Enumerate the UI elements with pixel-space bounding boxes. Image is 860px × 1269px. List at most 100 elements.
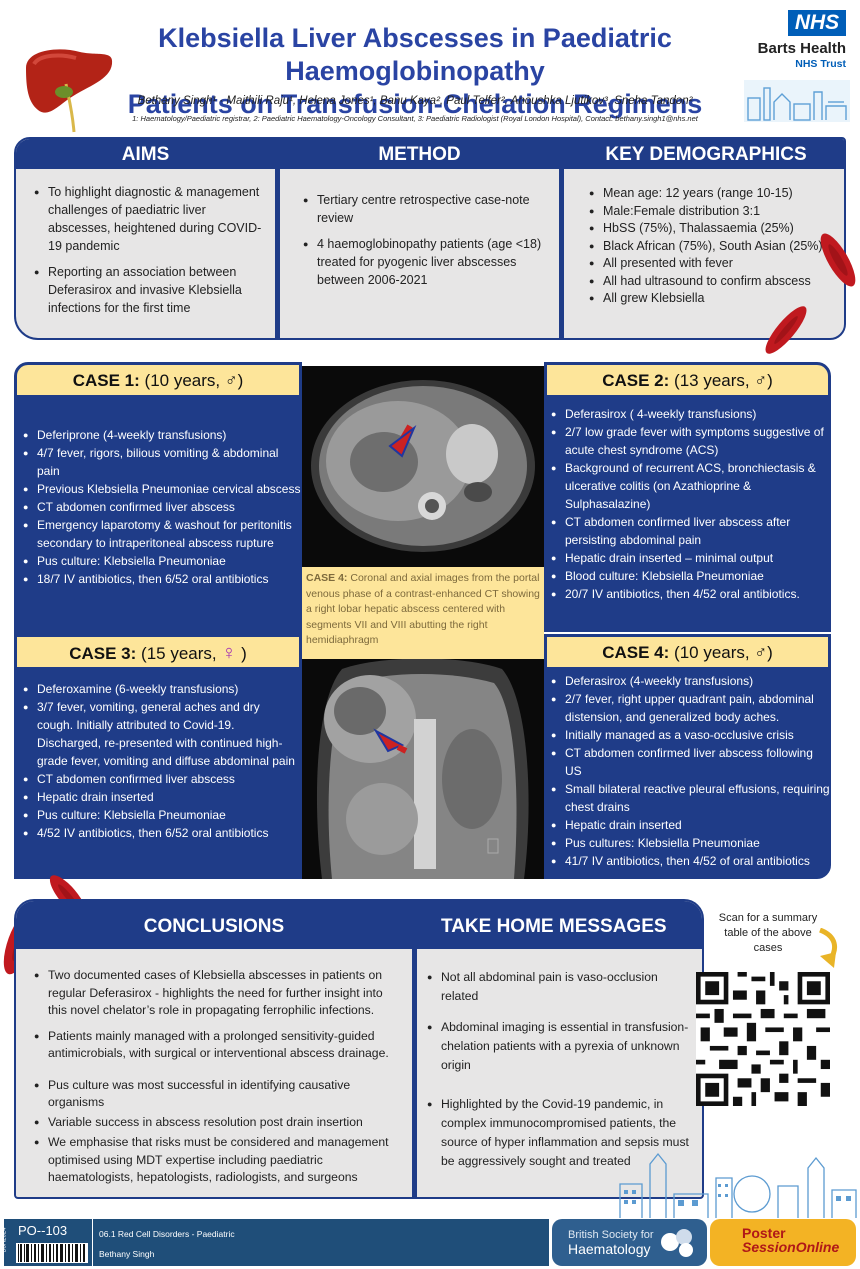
bsh-circles-icon	[661, 1229, 693, 1257]
org-subtitle: NHS Trust	[795, 58, 846, 70]
case-4-item: Small bilateral reactive pleural effusio…	[551, 780, 831, 816]
column-divider	[412, 901, 417, 1197]
case-1-item: Deferiprone (4-weekly transfusions)	[23, 426, 303, 444]
take-home-item: Highlighted by the Covid-19 pandemic, in…	[427, 1095, 692, 1171]
case-2-item: Blood culture: Klebsiella Pneumoniae	[551, 567, 829, 585]
male-symbol-icon: ♂	[754, 371, 768, 390]
demographics-item: Black African (75%), South Asian (25%)	[589, 238, 844, 256]
qr-caption: Scan for a summary table of the above ca…	[718, 912, 818, 954]
case-3-item: CT abdomen confirmed liver abscess	[23, 770, 295, 788]
nhs-logo: NHS	[788, 10, 846, 36]
method-list: Tertiary centre retrospective case-note …	[303, 191, 543, 297]
case-3-item: 3/7 fever, vomiting, general aches and d…	[23, 698, 295, 770]
conclusions-item: Pus culture was most successful in ident…	[34, 1077, 394, 1112]
case-2-item: Hepatic drain inserted – minimal output	[551, 549, 829, 567]
demographics-item: All had ultrasound to confirm abscess	[589, 273, 844, 291]
author-list: Bethany Singh¹ · Maithili Raju¹, Helena …	[137, 95, 693, 107]
conclusions-item: Two documented cases of Klebsiella absce…	[34, 967, 394, 1020]
case-2-panel: CASE 2: (13 years, ♂) Deferasirox ( 4-we…	[544, 362, 831, 632]
poster-session-online-logo: Poster SessionOnline	[710, 1219, 856, 1266]
ct-caption-text: Coronal and axial images from the portal…	[306, 572, 540, 646]
demographics-heading: KEY DEMOGRAPHICS	[564, 139, 844, 169]
case-4-item: 41/7 IV antibiotics, then 4/52 of oral a…	[551, 852, 831, 870]
footer-info-block: 06.1 Red Cell Disorders - Paediatric Bet…	[93, 1219, 549, 1266]
case-2-header: CASE 2: (13 years, ♂)	[546, 364, 829, 396]
case-4-label: CASE 4:	[602, 643, 670, 662]
demographics-item: Mean age: 12 years (range 10-15)	[589, 185, 844, 203]
case-1-item: 18/7 IV antibiotics, then 6/52 oral anti…	[23, 570, 303, 588]
ct-caption: CASE 4: Coronal and axial images from th…	[302, 567, 544, 659]
case-3-panel: CASE 3: (15 years, ♀ ) Deferoxamine (6-w…	[14, 634, 302, 879]
male-symbol-icon: ♂	[224, 371, 238, 390]
org-name: Barts Health	[757, 40, 846, 57]
case-2-item: 2/7 low grade fever with symptoms sugges…	[551, 423, 829, 459]
female-symbol-icon: ♀	[221, 642, 237, 664]
aims-item: To highlight diagnostic & management cha…	[34, 183, 264, 255]
method-heading: METHOD	[280, 139, 559, 169]
case-4-list: Deferasirox (4-weekly transfusions) 2/7 …	[551, 672, 831, 870]
case-2-close: )	[767, 371, 773, 390]
qr-code[interactable]	[696, 972, 830, 1106]
case-3-item: 4/52 IV antibiotics, then 6/52 oral anti…	[23, 824, 295, 842]
top-info-panel: AIMS METHOD KEY DEMOGRAPHICS To highligh…	[14, 137, 846, 340]
case-3-label: CASE 3:	[69, 644, 137, 663]
case-1-item: CT abdomen confirmed liver abscess	[23, 498, 303, 516]
demographics-item: All grew Klebsiella	[589, 290, 844, 308]
pso-line-2: SessionOnline	[742, 1239, 840, 1255]
male-symbol-icon: ♂	[754, 643, 768, 662]
case-4-item: Hepatic drain inserted	[551, 816, 831, 834]
case-3-item: Deferoxamine (6-weekly transfusions)	[23, 680, 295, 698]
london-skyline-bottom-illustration	[619, 1152, 857, 1218]
demographics-list: Mean age: 12 years (range 10-15) Male:Fe…	[589, 185, 844, 308]
case-1-list: Deferiprone (4-weekly transfusions) 4/7 …	[23, 426, 303, 588]
demographics-item: All presented with fever	[589, 255, 844, 273]
case-1-age: (10 years,	[144, 371, 221, 390]
case-3-header: CASE 3: (15 years, ♀ )	[16, 636, 300, 668]
case-2-age: (13 years,	[674, 371, 750, 390]
conclusions-item: We emphasise that risks must be consider…	[34, 1134, 394, 1187]
aims-heading: AIMS	[16, 139, 275, 169]
conclusions-item: Patients mainly managed with a prolonged…	[34, 1028, 394, 1063]
ct-axial-image	[302, 366, 544, 567]
ct-coronal-image	[302, 659, 544, 879]
footer-id-block: PO--103 B8H2024	[2, 1219, 92, 1266]
aims-list: To highlight diagnostic & management cha…	[34, 183, 264, 325]
poster-title: Klebsiella Liver Abscesses in Paediatric…	[95, 22, 735, 121]
column-divider	[559, 139, 564, 338]
presenter-name: Bethany Singh	[99, 1249, 155, 1259]
demographics-item: HbSS (75%), Thalassaemia (25%)	[589, 220, 844, 238]
take-home-item: Abdominal imaging is essential in transf…	[427, 1018, 692, 1075]
london-skyline-top-illustration	[744, 80, 850, 122]
case-3-age: (15 years,	[141, 644, 217, 663]
case-4-item: CT abdomen confirmed liver abscess follo…	[551, 744, 831, 780]
case-1-item: Pus culture: Klebsiella Pneumoniae	[23, 552, 303, 570]
case-3-item: Pus culture: Klebsiella Pneumoniae	[23, 806, 295, 824]
case-2-item: 20/7 IV antibiotics, then 4/52 oral anti…	[551, 585, 829, 603]
case-3-close: )	[241, 644, 247, 663]
curved-arrow-icon	[818, 928, 838, 968]
case-1-item: Emergency laparotomy & washout for perit…	[23, 516, 303, 552]
case-4-age: (10 years,	[674, 643, 750, 662]
case-2-item: Background of recurrent ACS, bronchiecta…	[551, 459, 829, 513]
conclusions-item: Variable success in abscess resolution p…	[34, 1114, 394, 1132]
ct-caption-label: CASE 4:	[306, 572, 348, 584]
demographics-item: Male:Female distribution 3:1	[589, 203, 844, 221]
case-1-close: )	[237, 371, 244, 390]
case-4-item: Initially managed as a vaso-occlusive cr…	[551, 726, 831, 744]
affiliations: 1: Haematology/Paediatric registrar, 2: …	[132, 114, 698, 123]
take-home-item: Not all abdominal pain is vaso-occlusion…	[427, 968, 692, 1006]
category-label: 06.1 Red Cell Disorders - Paediatric	[99, 1229, 235, 1239]
case-3-list: Deferoxamine (6-weekly transfusions) 3/7…	[23, 680, 295, 842]
case-1-header: CASE 1: (10 years, ♂)	[16, 364, 300, 396]
case-4-header: CASE 4: (10 years, ♂)	[546, 636, 829, 668]
red-blood-cells-right-illustration	[765, 233, 856, 354]
case-4-item: Pus cultures: Klebsiella Pneumoniae	[551, 834, 831, 852]
bsh-logo: British Society for Haematology	[552, 1219, 707, 1266]
case-4-item: 2/7 fever, right upper quadrant pain, ab…	[551, 690, 831, 726]
barcode-icon	[16, 1243, 88, 1263]
conclusions-list: Two documented cases of Klebsiella absce…	[34, 967, 394, 1197]
conclusions-heading: CONCLUSIONS	[16, 901, 412, 949]
column-divider	[275, 139, 280, 338]
case-1-label: CASE 1:	[72, 371, 140, 390]
case-2-list: Deferasirox ( 4-weekly transfusions) 2/7…	[551, 405, 829, 603]
